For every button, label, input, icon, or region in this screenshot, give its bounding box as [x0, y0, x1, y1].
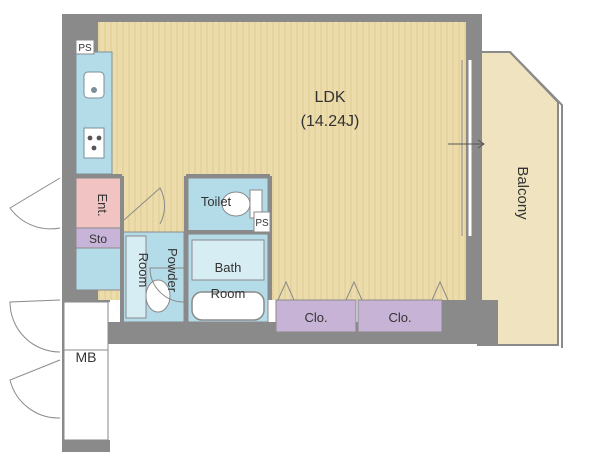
meter-box [63, 301, 109, 441]
ps-shaft-top [75, 39, 95, 55]
flow-arrow [448, 139, 485, 149]
balcony-label: Balcony [514, 166, 531, 220]
meter-box-label: MB [76, 349, 97, 365]
bath-room [187, 233, 269, 323]
powder-room-label-line2: Room [136, 253, 151, 288]
balcony-door [461, 60, 472, 236]
toilet-label: Toilet [201, 194, 232, 209]
powder-room-label-line1: Powder [165, 248, 180, 293]
storage-label: Sto [89, 232, 107, 246]
ldk-size-label: (14.24J) [301, 113, 360, 130]
powder-room [121, 231, 185, 323]
ps-shaft-toilet [253, 211, 271, 233]
ps-label-top: PS [78, 43, 92, 54]
closet-2-label: Clo. [388, 310, 411, 325]
entrance-floor [75, 177, 123, 229]
ldk-label: LDK [314, 89, 345, 106]
bath-room-label-line2: Room [211, 286, 246, 301]
closet-1-label: Clo. [304, 310, 327, 325]
entrance-label: Ent. [95, 193, 110, 216]
shoe-cabinet [75, 247, 123, 291]
closet-1 [275, 299, 357, 333]
door-swings [9, 177, 449, 419]
ps-label-toilet: PS [255, 218, 269, 229]
kitchen-counter [75, 51, 113, 175]
closet-2 [357, 299, 443, 333]
bath-room-label-line1: Bath [215, 260, 242, 275]
